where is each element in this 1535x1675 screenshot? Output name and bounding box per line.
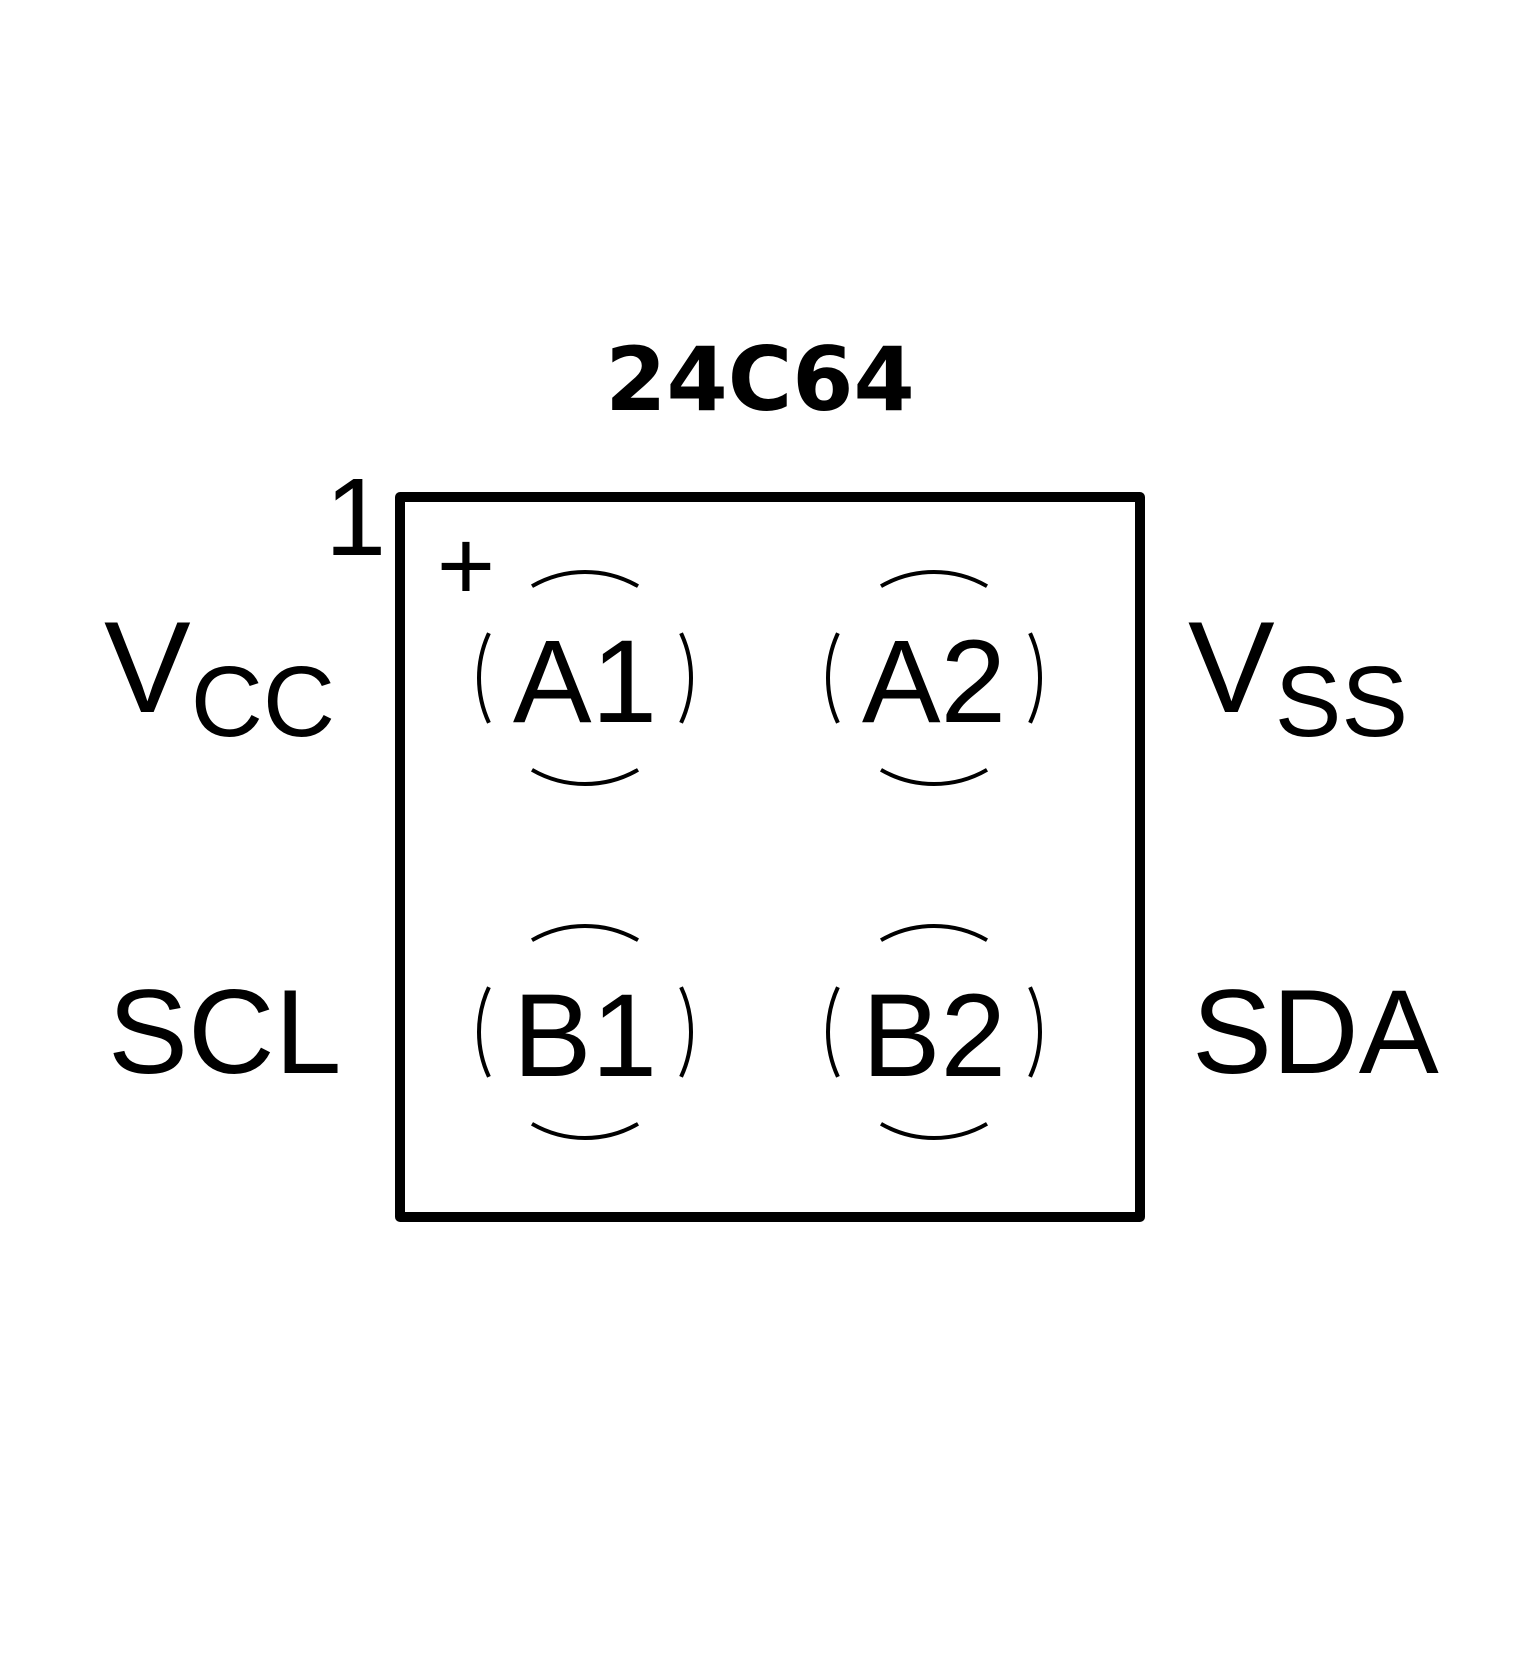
pin-label-sda: SDA [1192,965,1439,1099]
ball-outline-b1 [531,1122,639,1140]
pin-label-scl: SCL [108,965,341,1099]
ball-label-a2: A2 [862,616,1006,748]
ball-outline-b1 [477,986,491,1078]
ball-outline-a1 [531,768,639,786]
ball-label-b1: B1 [513,970,657,1102]
ball-outline-a1 [531,570,639,588]
ball-outline-a2 [1028,632,1042,724]
chip-title: 24C64 [605,328,915,431]
ball-outline-b2 [880,1122,988,1140]
ball-outline-b1 [531,924,639,942]
ball-outline-a1 [477,632,491,724]
orientation-mark: + [437,510,495,622]
ball-outline-a2 [880,768,988,786]
ball-outline-a1 [679,632,693,724]
package-outline [395,492,1145,1222]
pin1-marker: 1 [325,456,386,579]
ball-label-a1: A1 [513,616,657,748]
ball-outline-b2 [826,986,840,1078]
ball-outline-b1 [679,986,693,1078]
ball-outline-b2 [1028,986,1042,1078]
pin-label-vcc: VCC [104,594,335,758]
pin-label-vss: VSS [1188,594,1408,758]
ball-outline-b2 [880,924,988,942]
ball-label-b2: B2 [862,970,1006,1102]
ball-outline-a2 [880,570,988,588]
ball-outline-a2 [826,632,840,724]
